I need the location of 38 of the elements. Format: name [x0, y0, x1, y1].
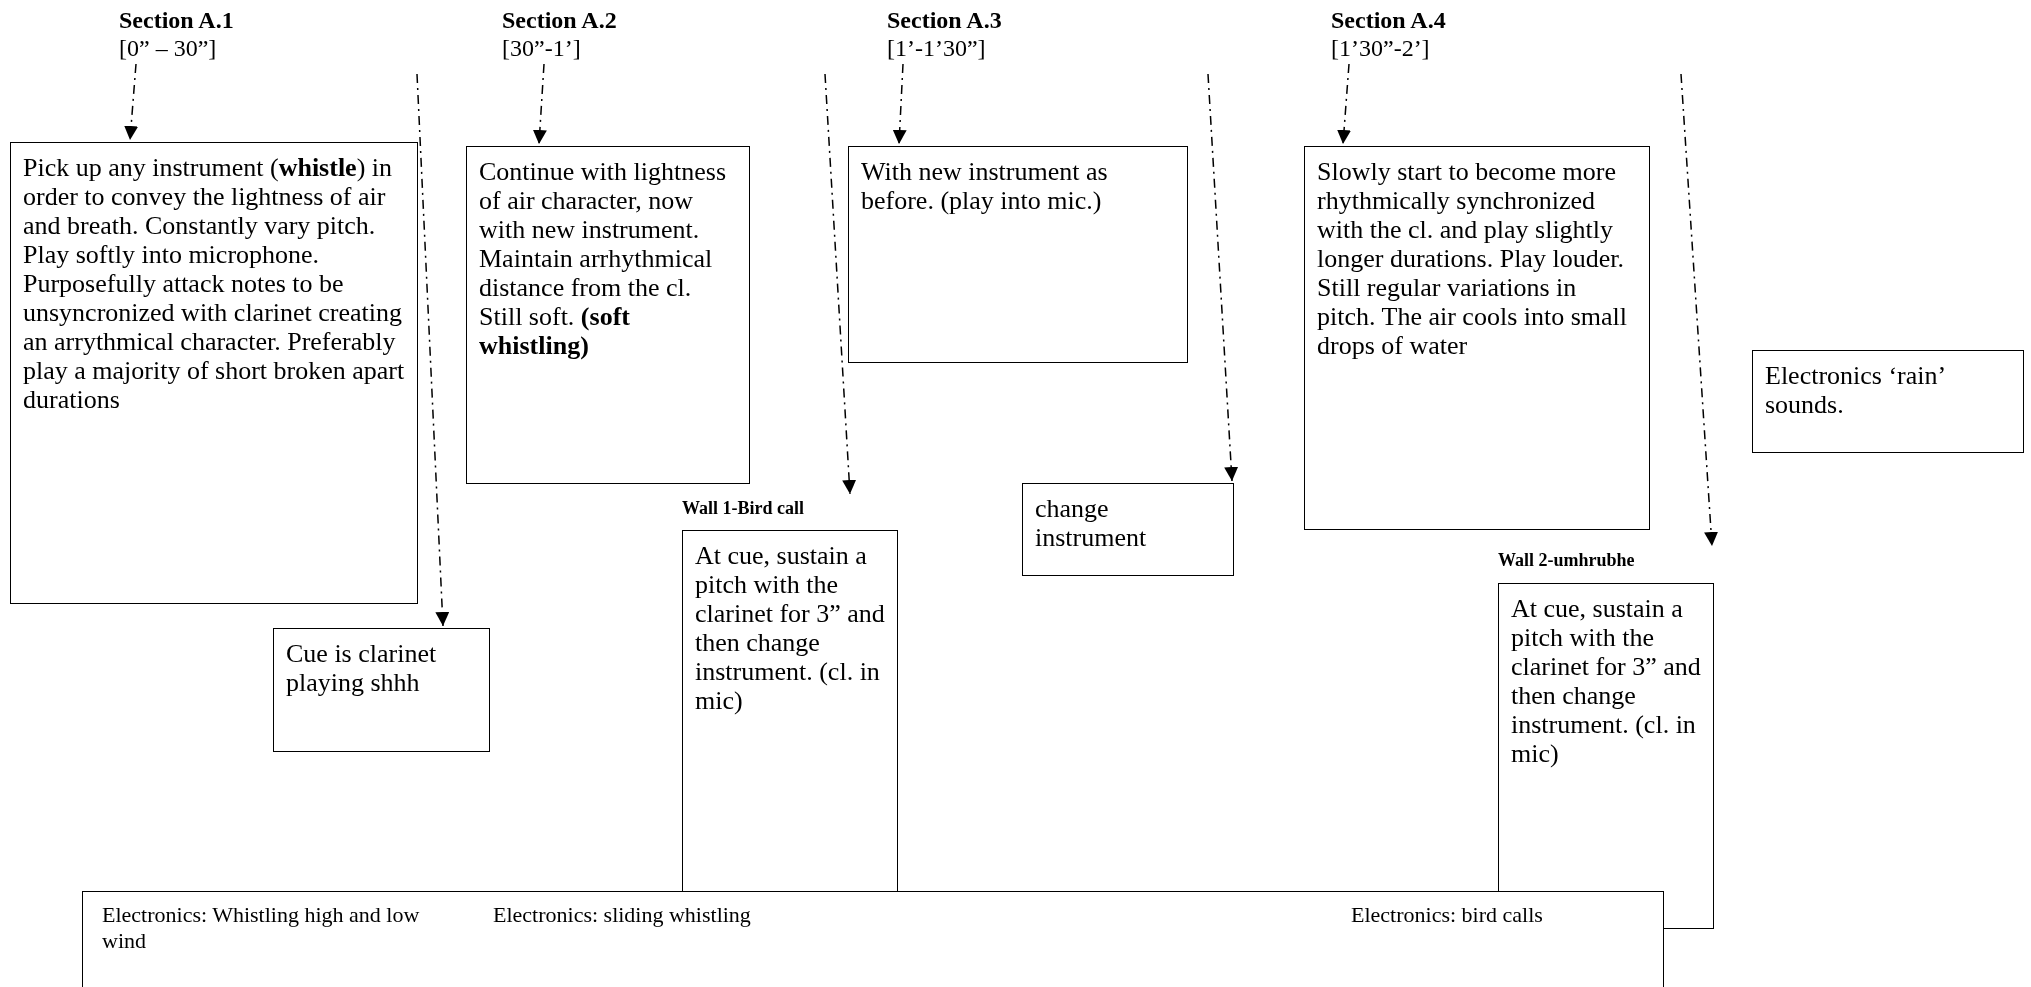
- section-heading: Section A.1: [119, 6, 235, 34]
- section-heading: Section A.3: [887, 6, 1003, 34]
- instruction-box: [1022, 483, 1234, 576]
- instruction-text: At cue, sustain a pitch with the clarinet for 3” and then change instrument. (cl. in mic): [1511, 594, 1701, 768]
- instruction-box: [1752, 350, 2024, 453]
- instruction-text: Electronics ‘rain’ sounds.: [1765, 361, 1946, 419]
- instruction-text: Pick up any instrument (whistle) in order to convey the lightness of air and breath. Constantly vary pitch. Play softly into microphone. Purposefully attack notes to be unsyncronized with clarinet creating an arrythmical character. Preferably play a majority of short broken apart durations: [23, 153, 405, 414]
- electronics-note: Electronics: sliding whistling: [493, 902, 752, 928]
- time-range: [0” – 30”]: [119, 34, 218, 62]
- dash-dot-arrow: [892, 63, 907, 145]
- instruction-text: At cue, sustain a pitch with the clarinet for 3” and then change instrument. (cl. in mic): [695, 541, 885, 715]
- instruction-box: [848, 146, 1188, 363]
- time-range: [1’30”-2’]: [1331, 34, 1431, 62]
- electronics-note: Electronics: Whistling high and low wind: [102, 902, 421, 954]
- section-heading: Section A.2: [502, 6, 618, 34]
- dash-dot-arrow: [1680, 73, 1719, 547]
- dash-dot-arrow: [824, 73, 857, 495]
- section-heading: Section A.4: [1331, 6, 1447, 34]
- wall-heading: Wall 1-Bird call: [682, 497, 805, 520]
- instruction-box: [10, 142, 418, 604]
- electronics-panel: [82, 891, 1664, 987]
- instruction-text: With new instrument as before. (play into mic.): [861, 157, 1109, 215]
- dash-dot-arrow: [416, 73, 450, 627]
- dash-dot-arrow: [124, 63, 139, 141]
- time-range: [1’-1’30”]: [887, 34, 987, 62]
- dash-dot-arrow: [1207, 73, 1239, 482]
- instruction-box: [273, 628, 490, 752]
- wall-heading: Wall 2-umhrubhe: [1498, 549, 1636, 572]
- time-range: [30”-1’]: [502, 34, 582, 62]
- instruction-text: Continue with lightness of air character, now with new instrument. Maintain arrhythmical distance from the cl. Still soft. (soft whistling): [479, 157, 727, 360]
- instruction-box: [1304, 146, 1650, 530]
- instruction-box: [466, 146, 750, 484]
- dash-dot-arrow: [1337, 63, 1352, 145]
- electronics-note: Electronics: bird calls: [1351, 902, 1544, 928]
- instruction-text: change instrument: [1035, 494, 1148, 552]
- instruction-text: Slowly start to become more rhythmically synchronized with the cl. and play slightly longer durations. Play louder. Still regular variations in pitch. The air cools into small drops of water: [1317, 157, 1629, 360]
- dash-dot-arrow: [532, 63, 547, 145]
- instruction-text: Cue is clarinet playing shhh: [286, 639, 438, 697]
